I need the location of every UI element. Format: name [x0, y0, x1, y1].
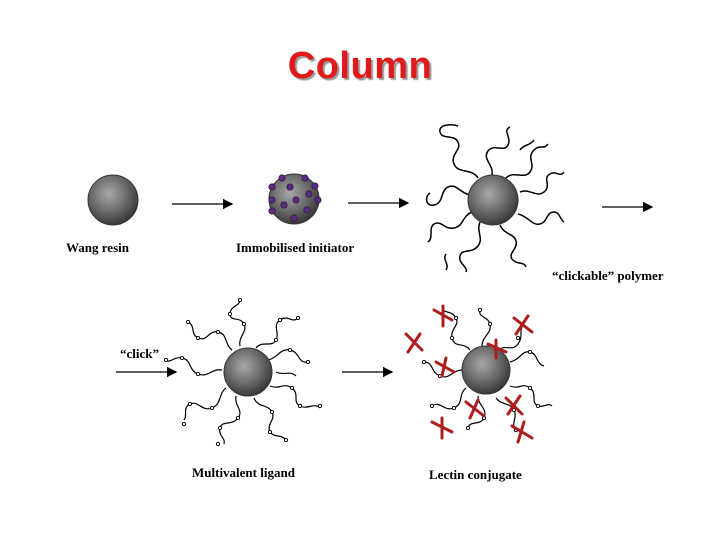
label-immobilised-initiator: Immobilised initiator — [236, 240, 355, 255]
label-clickable-polymer: “clickable” polymer — [552, 268, 664, 283]
label-wang-resin: Wang resin — [66, 240, 129, 255]
label-multivalent-ligand: Multivalent ligand — [192, 465, 295, 480]
clickable-polymer-bead — [425, 124, 565, 273]
multivalent-ligand-bead — [163, 297, 323, 447]
page-title: Column — [287, 45, 433, 87]
lectin-conjugate-bead — [404, 304, 553, 444]
label-lectin-conjugate: Lectin conjugate — [429, 467, 522, 482]
lectin-crosses — [404, 304, 534, 444]
label-click: “click” — [120, 346, 159, 361]
immobilised-initiator-bead — [268, 173, 322, 225]
wang-resin-bead — [87, 174, 139, 226]
initiator-dots — [268, 174, 322, 222]
